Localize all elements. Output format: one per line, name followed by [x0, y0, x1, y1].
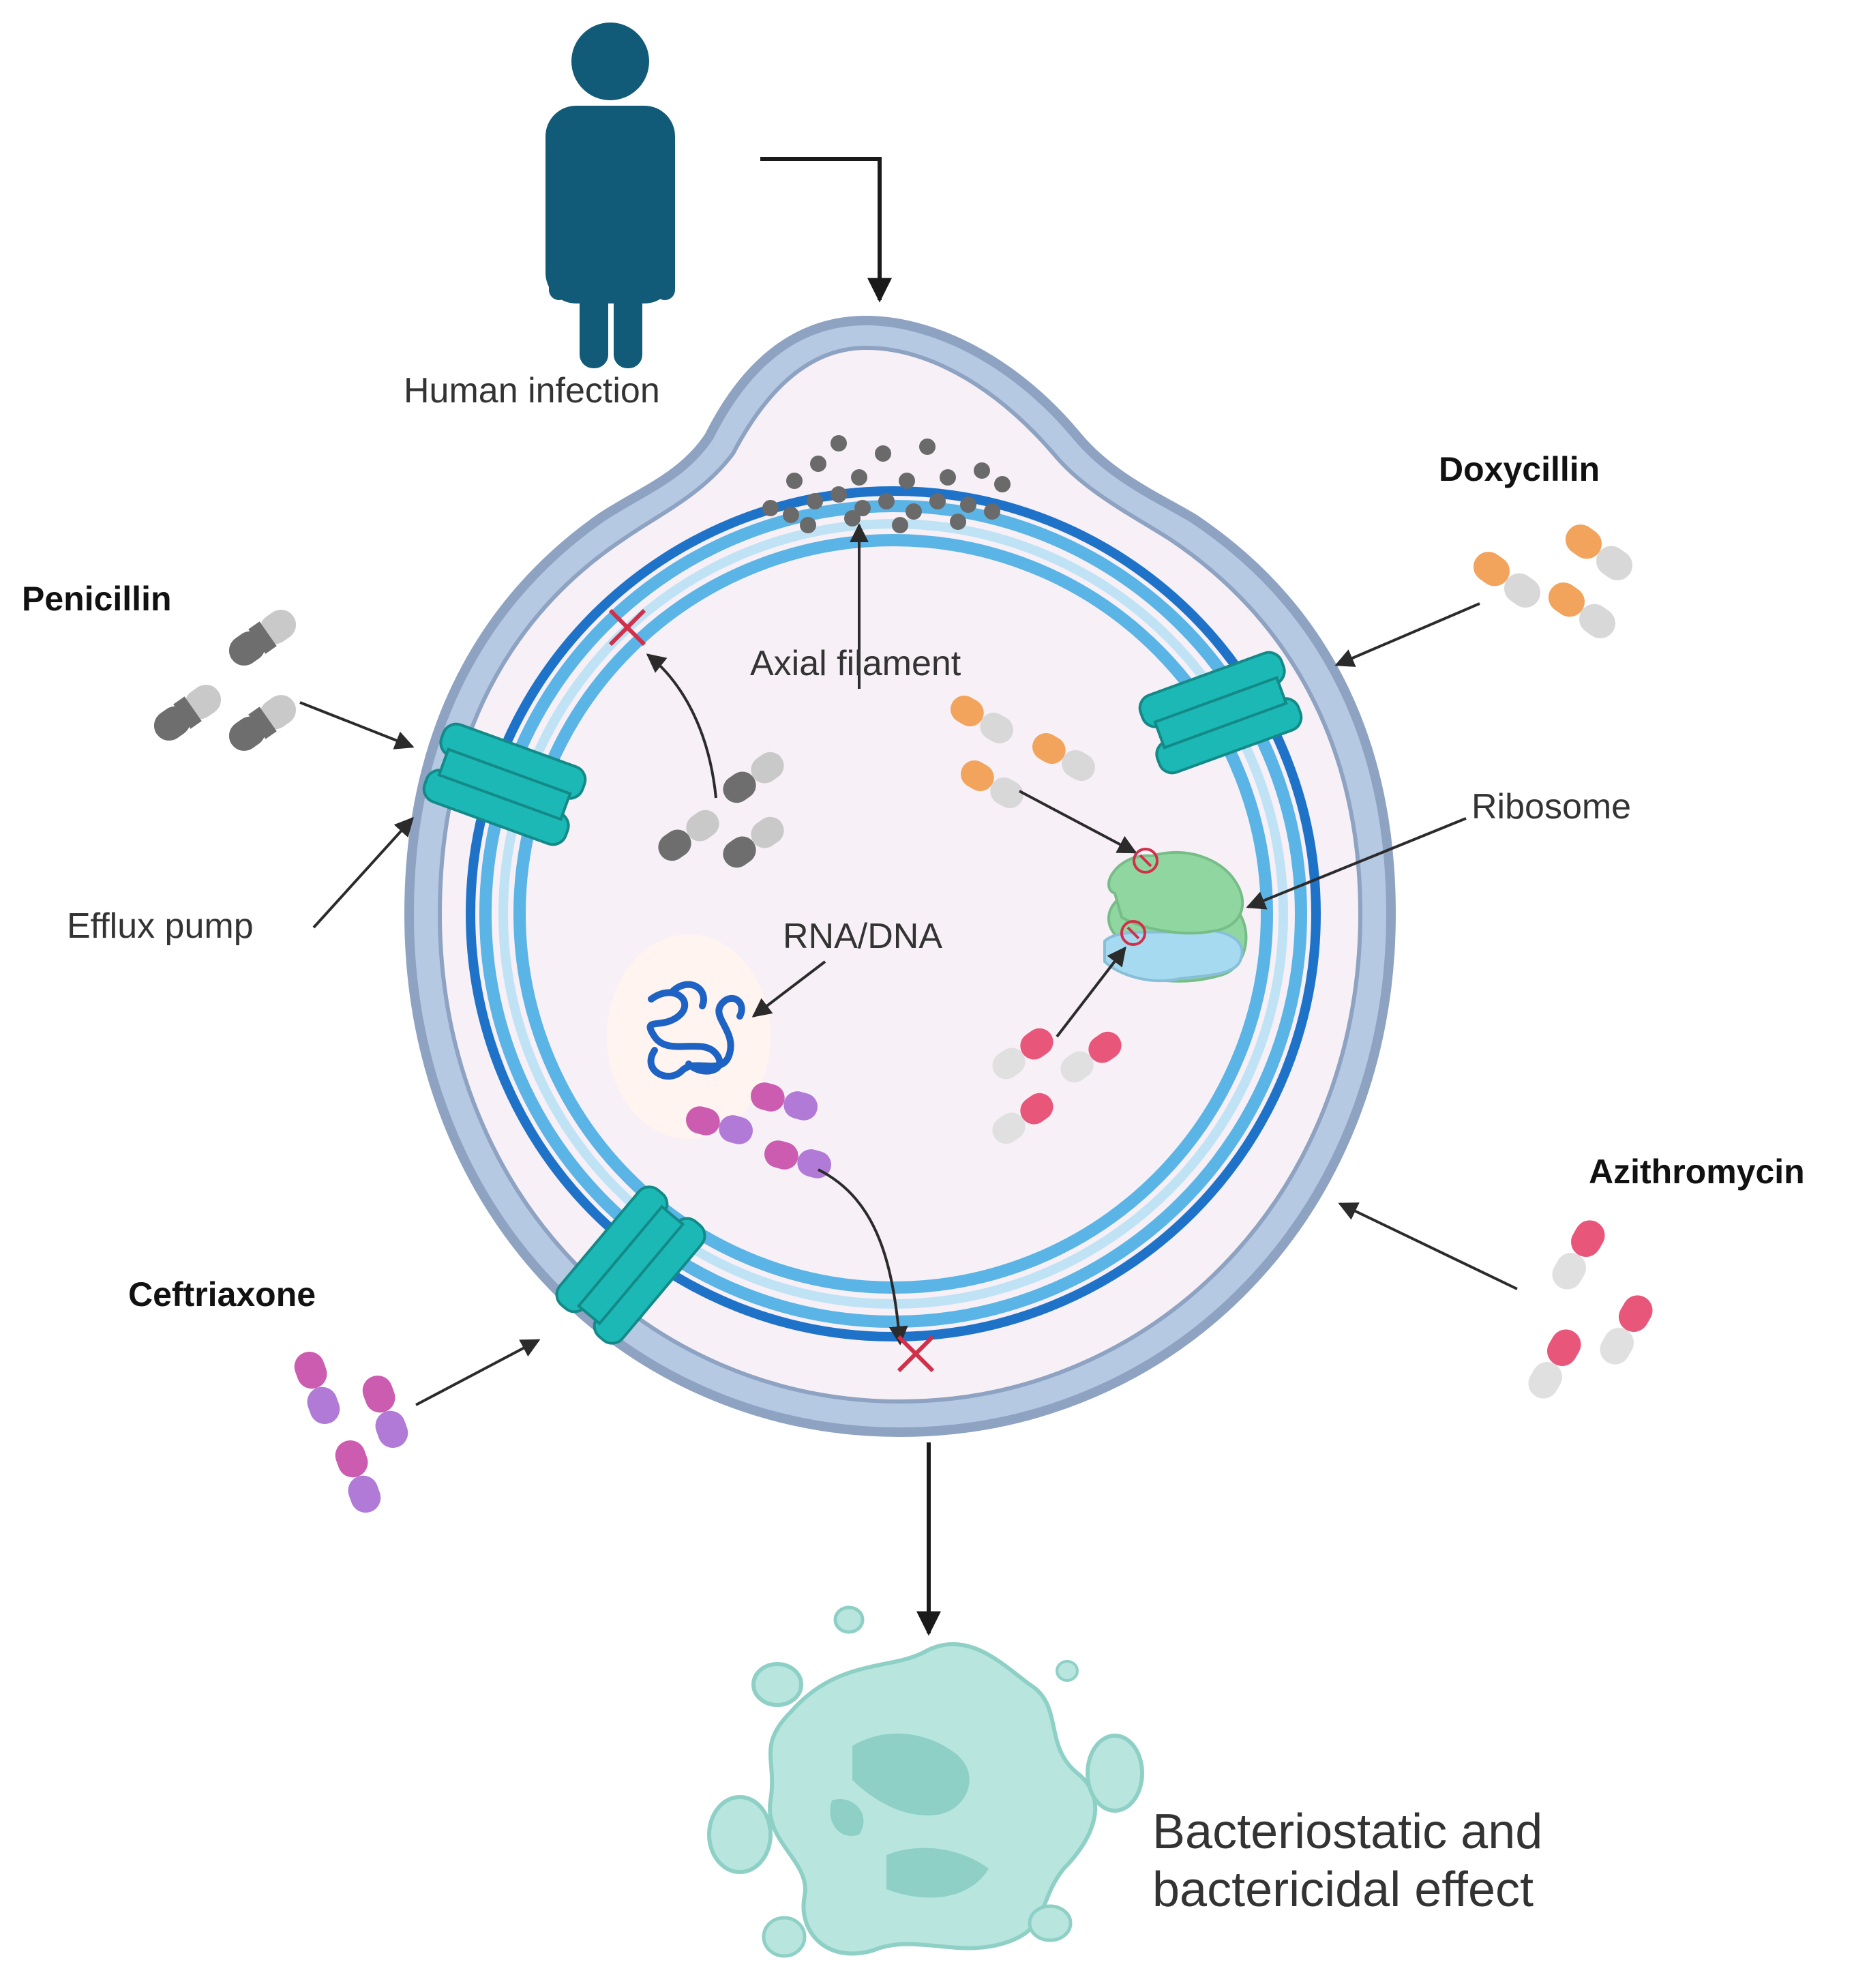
rna-dna-arrow — [751, 960, 826, 1018]
azithromycin-label: Azithromycin — [1589, 1153, 1805, 1191]
efflux-pump-arrow — [312, 816, 414, 929]
penicillin-capsules-outside — [153, 610, 297, 751]
inhibition-x-mark-top — [608, 608, 646, 647]
ceftriaxone-target-arrow — [818, 1168, 908, 1346]
penicillin-label: Penicillin — [22, 580, 172, 618]
azithromycin-target-arrow — [1056, 946, 1126, 1038]
inhibition-mark-ribosome-top — [1133, 848, 1158, 874]
efflux-pump-label: Efflux pump — [67, 906, 254, 946]
dna-icon — [646, 981, 745, 1080]
efflux-pump-left — [422, 722, 587, 846]
effect-label-line1: Bacteriostatic and — [1152, 1805, 1542, 1859]
rna-dna-label: RNA/DNA — [783, 917, 942, 956]
ceftriaxone-label: Ceftriaxone — [128, 1275, 316, 1314]
ribosome-label: Ribosome — [1471, 787, 1631, 827]
ribosome-arrow — [1246, 817, 1467, 910]
doxycillin-label: Doxycillin — [1439, 450, 1600, 488]
human-infection-label: Human infection — [404, 371, 660, 411]
penicillin-arrow — [299, 701, 415, 750]
ceftriaxone-arrow — [415, 1339, 541, 1406]
effect-label-line2: bactericidal effect — [1152, 1863, 1534, 1917]
cell-wall-ring-light-1 — [479, 500, 1307, 1328]
efflux-pump-bottom — [555, 1185, 706, 1345]
efflux-pump-right — [1138, 651, 1303, 775]
infection-arrow — [760, 157, 892, 303]
azithromycin-capsules-outside — [1528, 1220, 1653, 1399]
penicillin-capsules-inside — [658, 752, 784, 868]
doxycillin-capsules-inside — [951, 696, 1095, 808]
lysed-bacterium-icon — [707, 1605, 1144, 1958]
azithromycin-capsules-inside — [992, 1028, 1122, 1144]
doxycillin-capsules-outside — [1473, 524, 1633, 638]
doxycillin-arrow — [1334, 602, 1480, 667]
azithromycin-arrow — [1338, 1202, 1518, 1290]
ribosome-icon — [1103, 850, 1248, 983]
human-icon — [545, 23, 675, 368]
inhibition-mark-ribosome-bottom — [1120, 920, 1146, 946]
bacterium-cell — [404, 315, 1396, 1438]
nucleoid-region — [607, 934, 771, 1139]
penicillin-target-arrow — [646, 653, 717, 799]
axial-filament-label: Axial filament — [750, 644, 961, 683]
axial-filament-particles — [762, 435, 1011, 533]
ceftriaxone-capsules-inside — [686, 1082, 831, 1178]
doxycillin-target-arrow — [1019, 790, 1137, 854]
inhibition-x-mark-bottom — [897, 1335, 935, 1373]
ceftriaxone-capsules-outside — [294, 1351, 408, 1513]
